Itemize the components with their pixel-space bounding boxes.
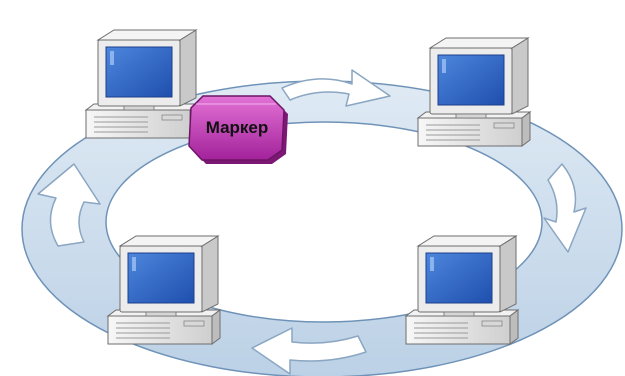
computer-top-right-icon [417, 37, 531, 147]
arrow-left [37, 163, 101, 247]
arrow-top [281, 69, 391, 107]
computer-bottom-right-icon [405, 235, 519, 345]
arrow-right [543, 163, 587, 253]
computer-top-left-icon [85, 29, 199, 139]
computer-bottom-left-icon [107, 235, 221, 345]
token-label: Маркер [206, 118, 269, 137]
token-badge: Маркер [188, 95, 288, 164]
arrow-bottom [251, 327, 367, 375]
